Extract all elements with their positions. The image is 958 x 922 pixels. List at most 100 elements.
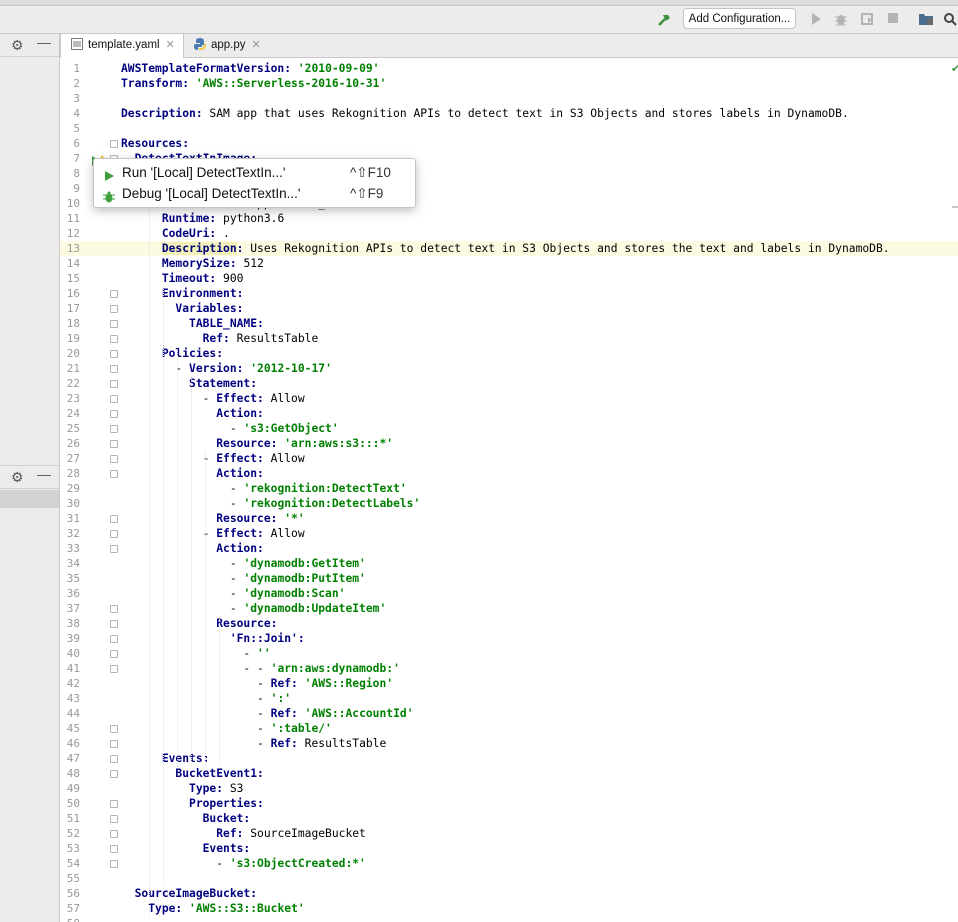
- minimize-icon[interactable]: —: [37, 466, 51, 482]
- code-line[interactable]: 43 - ':': [60, 691, 958, 706]
- code-line[interactable]: 57 Type: 'AWS::S3::Bucket': [60, 901, 958, 916]
- fold-marker-icon[interactable]: [110, 410, 118, 418]
- fold-marker-icon[interactable]: [110, 845, 118, 853]
- code-line[interactable]: 29 - 'rekognition:DetectText': [60, 481, 958, 496]
- code-line[interactable]: 15 Timeout: 900: [60, 271, 958, 286]
- code-line[interactable]: 40 - '': [60, 646, 958, 661]
- code-line[interactable]: 50 Properties:: [60, 796, 958, 811]
- code-line[interactable]: 22 Statement:: [60, 376, 958, 391]
- menu-item-debug[interactable]: Debug '[Local] DetectTextIn...' ^⇧F9: [94, 183, 415, 204]
- selected-tree-row[interactable]: [0, 490, 59, 508]
- fold-marker-icon[interactable]: [110, 635, 118, 643]
- code-line[interactable]: 56 SourceImageBucket:: [60, 886, 958, 901]
- fold-marker-icon[interactable]: [110, 650, 118, 658]
- hammer-icon[interactable]: [656, 12, 672, 28]
- code-line[interactable]: 52 Ref: SourceImageBucket: [60, 826, 958, 841]
- tab-template-yaml[interactable]: template.yaml✕: [60, 34, 184, 58]
- code-line[interactable]: 44 - Ref: 'AWS::AccountId': [60, 706, 958, 721]
- code-line[interactable]: 16 Environment:: [60, 286, 958, 301]
- code-line[interactable]: 14 MemorySize: 512: [60, 256, 958, 271]
- fold-marker-icon[interactable]: [110, 335, 118, 343]
- fold-marker-icon[interactable]: [110, 455, 118, 463]
- code-line[interactable]: 11 Runtime: python3.6: [60, 211, 958, 226]
- fold-marker-icon[interactable]: [110, 830, 118, 838]
- fold-marker-icon[interactable]: [110, 470, 118, 478]
- fold-marker-icon[interactable]: [110, 530, 118, 538]
- run-icon[interactable]: [808, 12, 824, 28]
- project-structure-icon[interactable]: [918, 12, 934, 28]
- add-configuration-button[interactable]: Add Configuration...: [683, 8, 796, 29]
- close-icon[interactable]: ✕: [165, 39, 175, 51]
- code-line[interactable]: 31 Resource: '*': [60, 511, 958, 526]
- inspection-ok-icon[interactable]: ✔: [951, 63, 958, 75]
- fold-marker-icon[interactable]: [110, 800, 118, 808]
- tab-app-py[interactable]: app.py✕: [186, 34, 276, 57]
- close-icon[interactable]: ✕: [251, 39, 261, 51]
- code-line[interactable]: 39 'Fn::Join':: [60, 631, 958, 646]
- code-line[interactable]: 18 TABLE_NAME:: [60, 316, 958, 331]
- code-line[interactable]: 27 - Effect: Allow: [60, 451, 958, 466]
- fold-marker-icon[interactable]: [110, 740, 118, 748]
- code-line[interactable]: 49 Type: S3: [60, 781, 958, 796]
- code-line[interactable]: 20 Policies:: [60, 346, 958, 361]
- fold-marker-icon[interactable]: [110, 770, 118, 778]
- fold-marker-icon[interactable]: [110, 380, 118, 388]
- code-line[interactable]: 53 Events:: [60, 841, 958, 856]
- code-line[interactable]: 5: [60, 121, 958, 136]
- code-line[interactable]: 41 - - 'arn:aws:dynamodb:': [60, 661, 958, 676]
- fold-marker-icon[interactable]: [110, 725, 118, 733]
- code-line[interactable]: 35 - 'dynamodb:PutItem': [60, 571, 958, 586]
- gear-icon[interactable]: ⚙: [11, 469, 24, 485]
- code-line[interactable]: 38 Resource:: [60, 616, 958, 631]
- menu-item-run[interactable]: Run '[Local] DetectTextIn...' ^⇧F10: [94, 162, 415, 183]
- code-line[interactable]: 19 Ref: ResultsTable: [60, 331, 958, 346]
- fold-marker-icon[interactable]: [110, 440, 118, 448]
- code-line[interactable]: 17 Variables:: [60, 301, 958, 316]
- debug-icon[interactable]: [833, 12, 849, 28]
- fold-marker-icon[interactable]: [110, 290, 118, 298]
- code-line[interactable]: 42 - Ref: 'AWS::Region': [60, 676, 958, 691]
- code-line[interactable]: 58: [60, 916, 958, 922]
- code-line[interactable]: 47 Events:: [60, 751, 958, 766]
- fold-marker-icon[interactable]: [110, 620, 118, 628]
- fold-marker-icon[interactable]: [110, 860, 118, 868]
- error-stripe-mark[interactable]: [952, 206, 958, 208]
- code-line[interactable]: 51 Bucket:: [60, 811, 958, 826]
- fold-marker-icon[interactable]: [110, 425, 118, 433]
- code-line[interactable]: 3: [60, 91, 958, 106]
- gear-icon[interactable]: ⚙: [11, 37, 24, 53]
- code-line[interactable]: 24 Action:: [60, 406, 958, 421]
- fold-marker-icon[interactable]: [110, 545, 118, 553]
- code-line[interactable]: 36 - 'dynamodb:Scan': [60, 586, 958, 601]
- fold-marker-icon[interactable]: [110, 815, 118, 823]
- fold-marker-icon[interactable]: [110, 395, 118, 403]
- minimize-icon[interactable]: —: [37, 34, 51, 50]
- code-line[interactable]: 13 Description: Uses Rekognition APIs to…: [60, 241, 958, 256]
- code-line[interactable]: 26 Resource: 'arn:aws:s3:::*': [60, 436, 958, 451]
- fold-marker-icon[interactable]: [110, 365, 118, 373]
- fold-marker-icon[interactable]: [110, 755, 118, 763]
- code-line[interactable]: 12 CodeUri: .: [60, 226, 958, 241]
- code-line[interactable]: 34 - 'dynamodb:GetItem': [60, 556, 958, 571]
- search-icon[interactable]: [942, 12, 958, 28]
- code-line[interactable]: 37 - 'dynamodb:UpdateItem': [60, 601, 958, 616]
- code-line[interactable]: 46 - Ref: ResultsTable: [60, 736, 958, 751]
- code-line[interactable]: 25 - 's3:GetObject': [60, 421, 958, 436]
- code-line[interactable]: 32 - Effect: Allow: [60, 526, 958, 541]
- code-line[interactable]: 23 - Effect: Allow: [60, 391, 958, 406]
- stop-icon[interactable]: [885, 12, 901, 28]
- code-line[interactable]: 30 - 'rekognition:DetectLabels': [60, 496, 958, 511]
- code-line[interactable]: 33 Action:: [60, 541, 958, 556]
- fold-marker-icon[interactable]: [110, 350, 118, 358]
- code-line[interactable]: 28 Action:: [60, 466, 958, 481]
- code-line[interactable]: 45 - ':table/': [60, 721, 958, 736]
- fold-marker-icon[interactable]: [110, 515, 118, 523]
- code-line[interactable]: 54 - 's3:ObjectCreated:*': [60, 856, 958, 871]
- code-line[interactable]: 48 BucketEvent1:: [60, 766, 958, 781]
- code-line[interactable]: 55: [60, 871, 958, 886]
- fold-marker-icon[interactable]: [110, 305, 118, 313]
